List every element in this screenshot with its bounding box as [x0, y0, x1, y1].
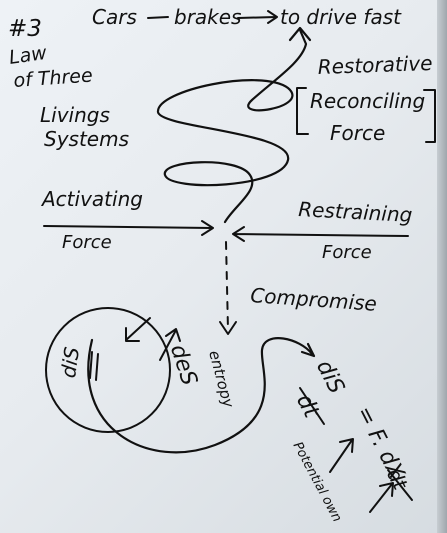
board-number: #3: [8, 16, 42, 42]
restraining-arrow: [232, 226, 409, 242]
phrase-drive-fast: to drive fast: [280, 5, 402, 29]
label-reconciling-force: Force: [330, 121, 385, 145]
label-potential: Potential own: [290, 440, 345, 525]
label-entropy: entropy: [205, 349, 238, 411]
compromise-arrowhead: [219, 321, 237, 335]
dash-line: [147, 16, 169, 19]
compromise-dashed-arrow: [225, 241, 229, 331]
label-restraining: Restraining: [298, 197, 413, 227]
label-compromise: Compromise: [250, 283, 378, 316]
phrase-arrow: [237, 10, 278, 24]
label-restorative: Restorative: [317, 51, 432, 79]
inflow-arrow: [125, 317, 151, 342]
label-des: deS: [165, 342, 202, 389]
spiral-arrowhead: [288, 26, 312, 42]
bracket-right: [423, 89, 436, 143]
label-dis: diS: [56, 345, 84, 379]
eq-rhs-fraction-bar: [387, 469, 413, 501]
title-of-three: of Three: [13, 65, 94, 92]
subtitle-livings: Livings: [40, 103, 110, 127]
phrase-cars: Cars: [92, 5, 137, 29]
label-restraining-force: Force: [322, 242, 372, 263]
eq-fraction-bar: [299, 387, 325, 425]
subtitle-systems: Systems: [44, 127, 129, 151]
title-law: Law: [8, 42, 49, 69]
system-circle: [45, 307, 171, 433]
activating-arrow: [43, 220, 214, 236]
eq-numerator: diS: [311, 356, 349, 398]
label-activating: Activating: [40, 187, 143, 211]
outflow-arrow: [159, 328, 181, 361]
label-activating-force: Force: [62, 232, 112, 253]
bracket-left: [296, 87, 309, 135]
label-reconciling: Reconciling: [310, 89, 425, 113]
eq-arrow-2: [369, 482, 394, 513]
entropy-s-curve: [87, 337, 314, 454]
dis-underline: [89, 351, 99, 381]
s-curve-arrowhead: [300, 342, 316, 358]
eq-arrow-1: [329, 438, 354, 473]
phrase-brakes: brakes: [174, 5, 241, 29]
board-edge: [437, 0, 447, 533]
reconciling-spiral: [156, 28, 308, 224]
